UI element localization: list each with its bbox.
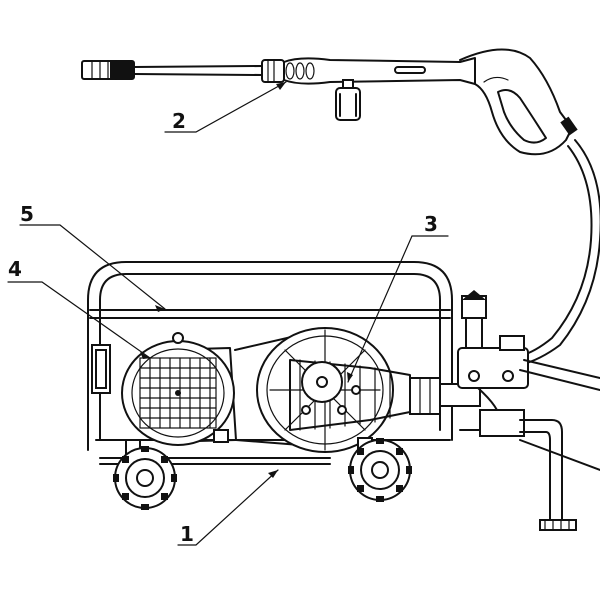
callout-1: 1 [180, 522, 194, 546]
callout-5: 5 [20, 202, 34, 226]
callout-2: 2 [172, 109, 186, 133]
left-wheel [113, 439, 177, 510]
pump-unit [234, 327, 481, 453]
unloader-valve [457, 290, 529, 437]
callout-3: 3 [424, 212, 438, 236]
lance-coupling [261, 59, 285, 83]
spray-gun [81, 48, 600, 366]
pump-outlet-manifold [409, 377, 481, 415]
right-wheel [348, 437, 412, 502]
pump-head [289, 359, 411, 431]
trigger-handle [459, 48, 578, 156]
callout-labels: 2 5 4 3 1 [8, 109, 438, 546]
electric-motor [91, 332, 237, 446]
callout-4: 4 [8, 257, 22, 281]
motor-fan-grille [139, 357, 217, 429]
spray-lance [133, 65, 263, 76]
leader-lines [7, 81, 449, 546]
gun-barrel [283, 57, 476, 85]
spray-nozzle [81, 60, 135, 80]
high-pressure-hose [519, 139, 600, 366]
trolley-frame [87, 261, 453, 465]
side-handle [335, 79, 361, 121]
water-inlet-pipe [519, 359, 600, 531]
